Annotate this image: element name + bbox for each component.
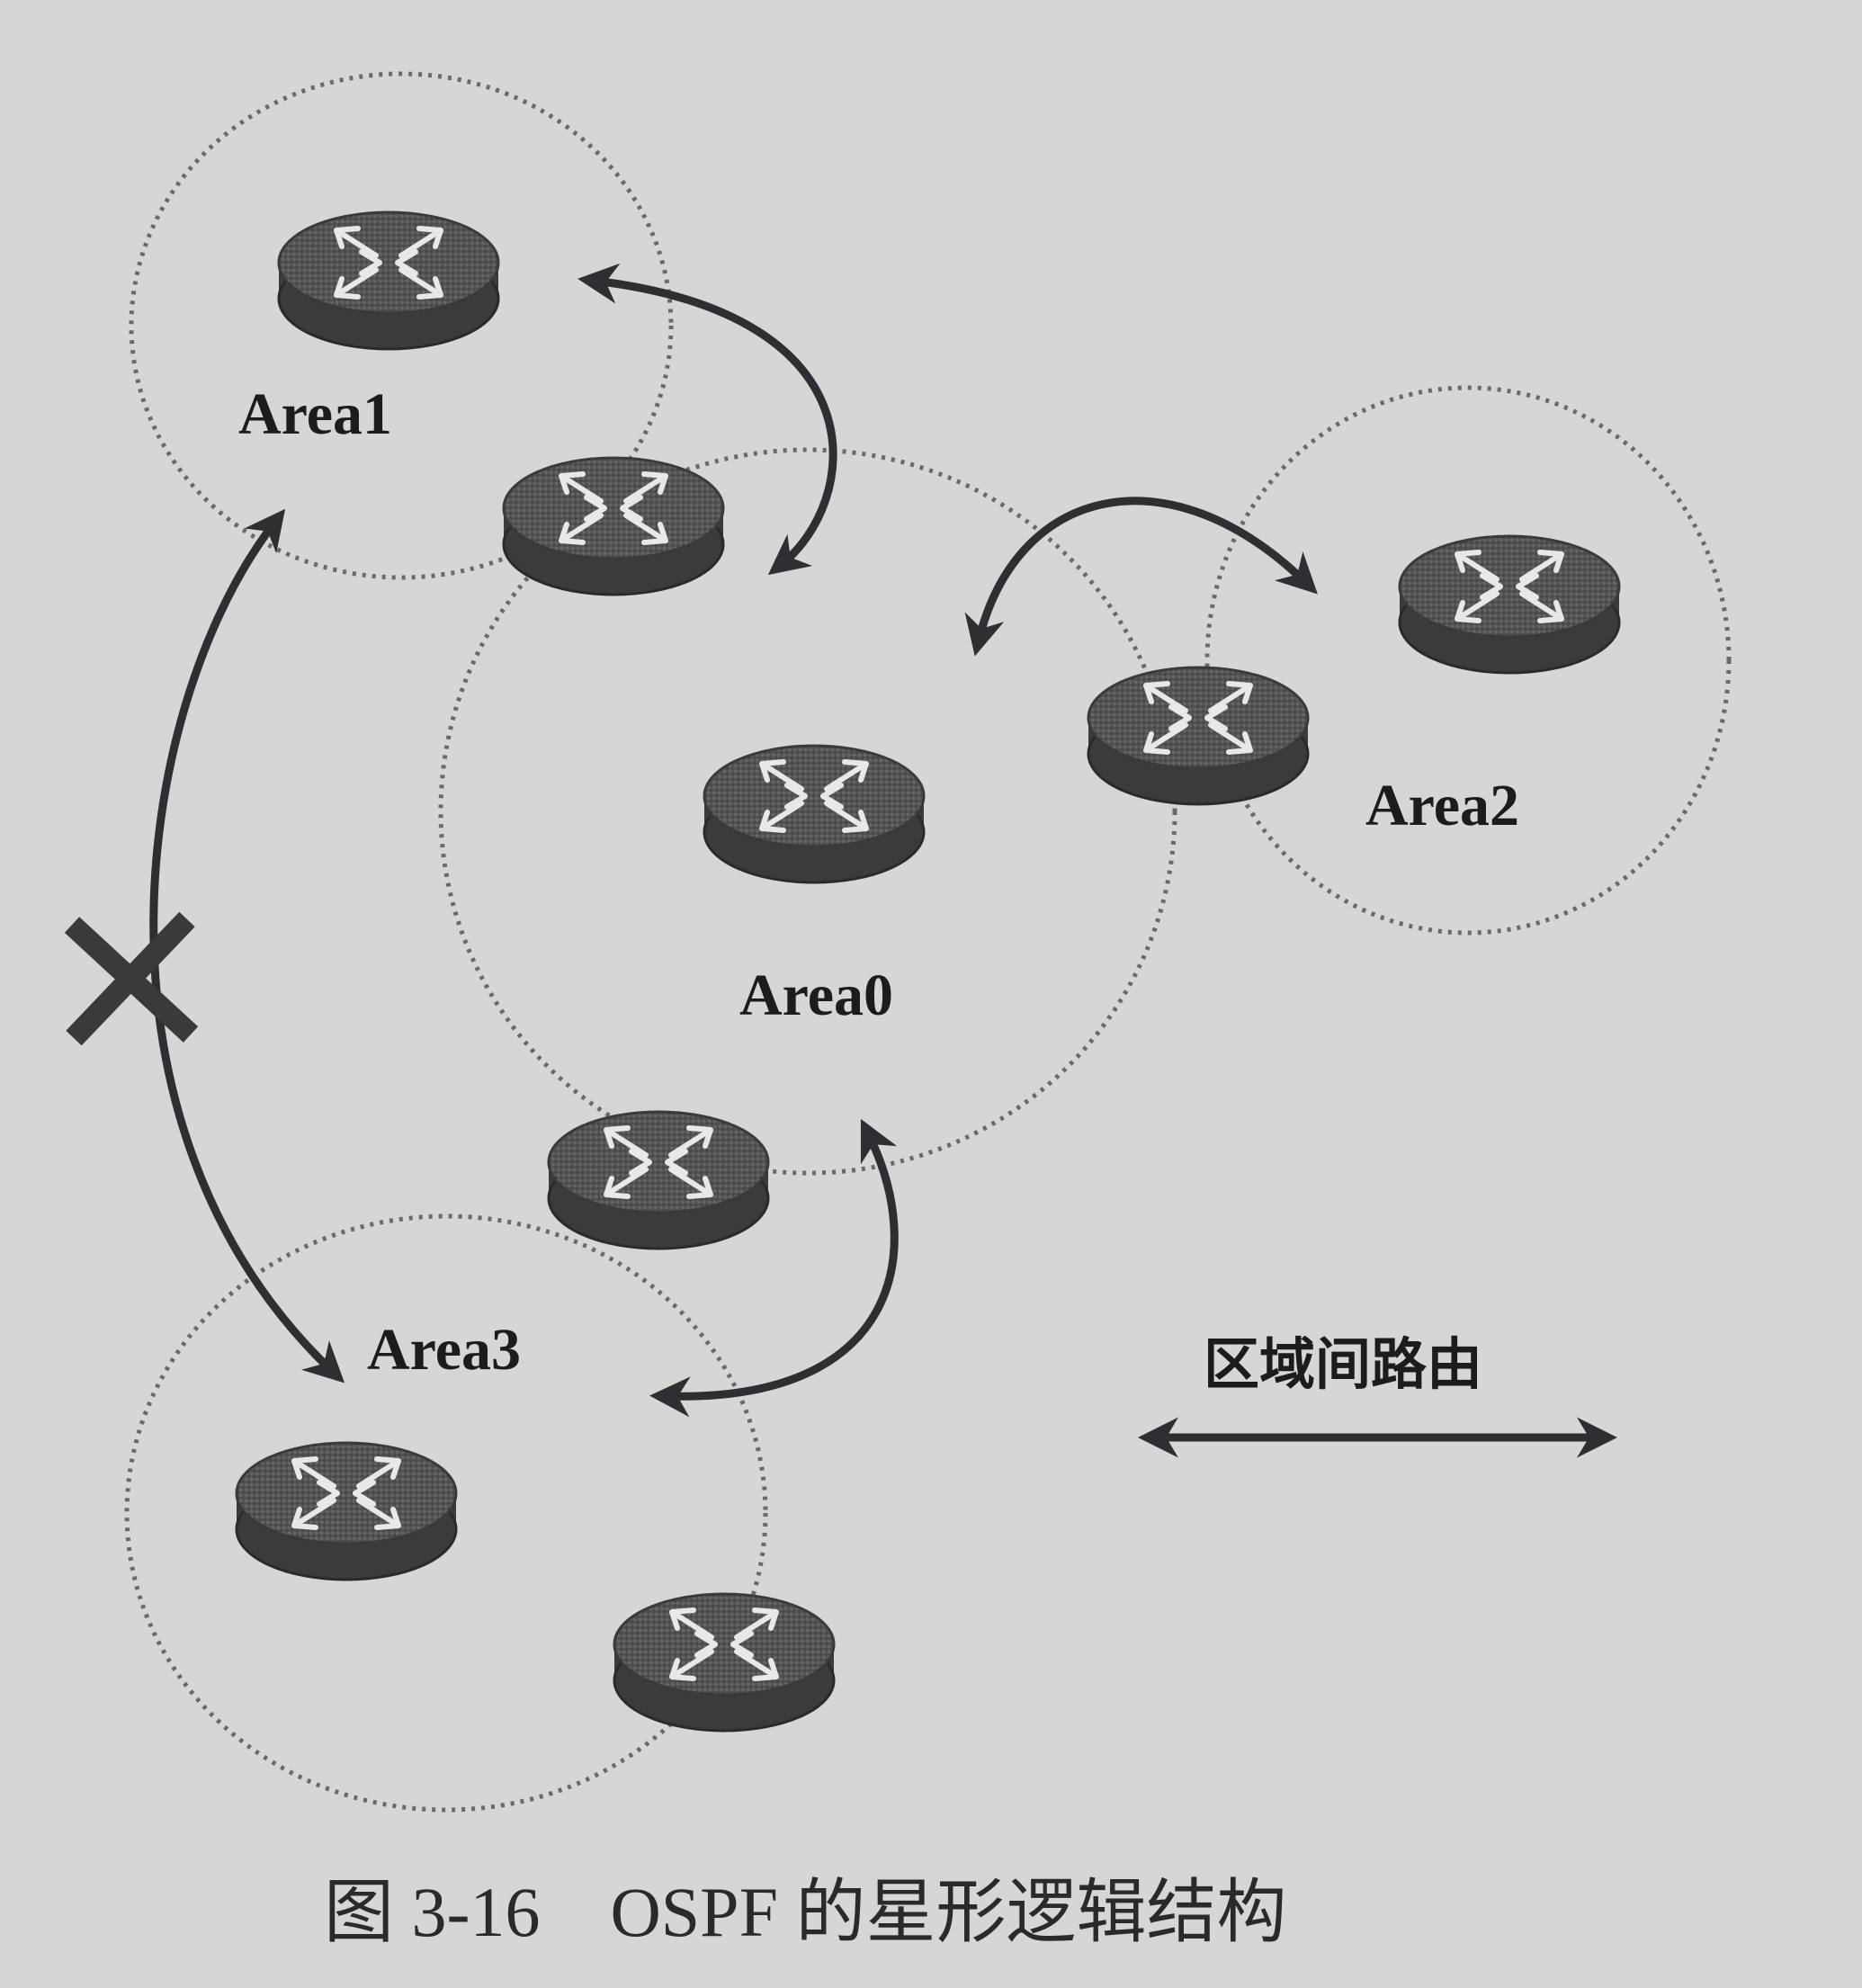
area0-label: Area0: [739, 963, 893, 1028]
route-area0-area2-arrow: [964, 497, 1318, 657]
area0-boundary: [438, 447, 1177, 1176]
area3-label: Area3: [367, 1317, 521, 1383]
area3-abr-router-icon: [549, 1112, 768, 1249]
area3-internal-router-2-icon: [614, 1594, 834, 1731]
figure-caption: 图 3-16 OSPF 的星形逻辑结构: [324, 1873, 1286, 1951]
area3-boundary: [124, 1213, 768, 1813]
area3-internal-router-1-icon: [237, 1443, 456, 1580]
area2-label: Area2: [1365, 773, 1519, 838]
route-area1-area0-arrow: [577, 263, 837, 576]
area1-internal-router-icon: [279, 212, 498, 349]
area1-label: Area1: [238, 381, 392, 447]
area2-abr-router-icon: [1088, 667, 1308, 804]
route-area0-area3-arrow: [649, 1118, 899, 1418]
x-cross-icon: [64, 911, 199, 1046]
route-area1-area3-blocked-arrow: [149, 508, 345, 1384]
area0-backbone-router-icon: [704, 746, 924, 882]
area2-internal-router-icon: [1400, 536, 1619, 673]
area1-abr-router-icon: [504, 458, 723, 595]
legend-label: 区域间路由: [1204, 1331, 1482, 1397]
area2-boundary: [1204, 385, 1732, 936]
